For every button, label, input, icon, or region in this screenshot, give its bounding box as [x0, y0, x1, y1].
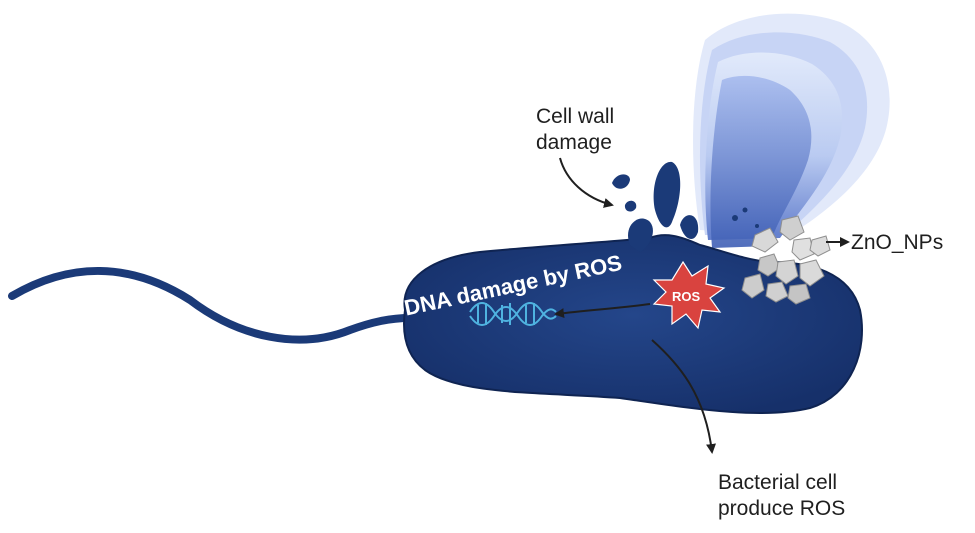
dna-helix-icon [469, 302, 557, 326]
arrow-bacterial-produce-ros [651, 339, 716, 454]
ros-starburst-icon [652, 260, 726, 330]
arrow-cell-wall-damage [559, 157, 614, 208]
flagellum-icon [8, 267, 414, 344]
cell-wall-fragments-icon [612, 161, 759, 252]
bacterial-label-line2: produce ROS [718, 497, 846, 520]
cell-wall-label-line1: Cell wall [536, 105, 615, 128]
zno-nanoparticles-icon [741, 215, 831, 305]
cytoplasm-leak-plume-icon [693, 13, 890, 248]
bacterial-cell-produce-ros-label: Bacterial cell produce ROS [718, 470, 845, 522]
cell-wall-label-line2: damage [536, 131, 612, 154]
arrow-ros-to-dna [554, 303, 651, 319]
ros-label: ROS [672, 289, 701, 304]
cell-wall-damage-label: Cell wall damage [536, 104, 614, 156]
bacterial-label-line1: Bacterial cell [718, 471, 838, 494]
zno-nps-label: ZnO_NPs [851, 231, 944, 254]
